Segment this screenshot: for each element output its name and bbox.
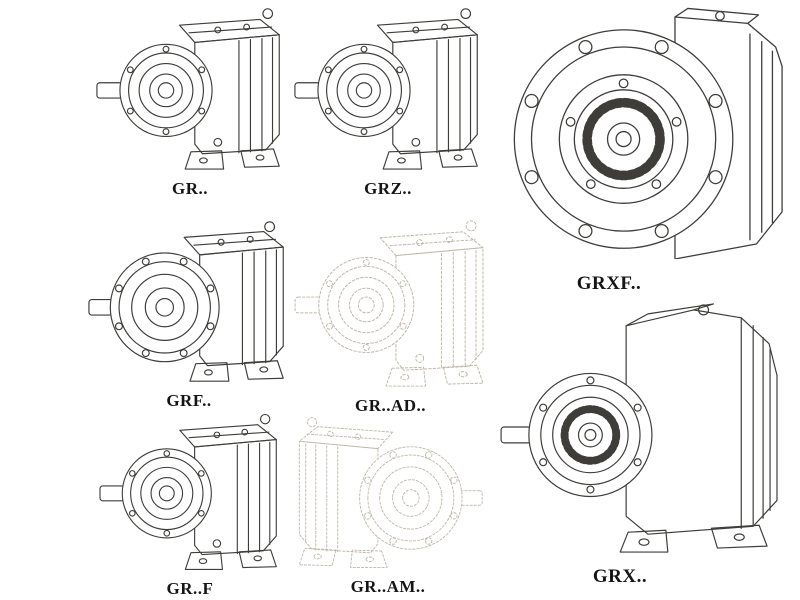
label-grz: GRZ.. <box>364 179 412 198</box>
figure-gr-f: GR..F <box>92 408 288 599</box>
grx-helical-gearbox-drawing <box>499 296 789 560</box>
label-gr-ad: GR..AD.. <box>354 396 427 415</box>
label-grf: GRF.. <box>166 391 212 410</box>
gr-ad-adapter-gearbox-drawing <box>293 214 489 392</box>
figure-grxf: GRXF.. <box>495 2 795 295</box>
figure-grf: GRF.. <box>86 216 292 411</box>
label-gr: GR.. <box>172 179 208 198</box>
label-gr-f: GR..F <box>166 579 214 598</box>
figure-grz: GRZ.. <box>288 2 488 199</box>
label-grxf: GRXF.. <box>576 273 642 294</box>
gr-am-output-flange-gearbox-drawing <box>292 412 484 573</box>
grf-flange-gearbox-drawing <box>87 216 291 387</box>
figure-gr: GR.. <box>90 2 290 199</box>
figure-gr-am: GR..AM.. <box>288 412 488 597</box>
grz-helical-gearbox-drawing <box>293 2 483 175</box>
gr-f-foot-gearbox-drawing <box>98 408 282 575</box>
figure-grx: GRX.. <box>498 296 790 588</box>
grxf-flange-gearbox-drawing <box>495 2 795 259</box>
figure-gr-ad: GR..AD.. <box>288 214 493 416</box>
label-gr-am: GR..AM.. <box>350 577 426 596</box>
label-grx: GRX.. <box>592 566 648 587</box>
gr-helical-gearbox-drawing <box>95 2 285 175</box>
